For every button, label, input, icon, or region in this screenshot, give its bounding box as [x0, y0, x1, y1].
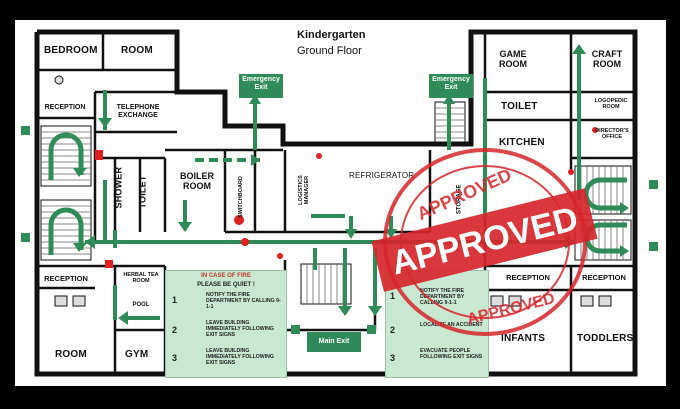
room-label-bedroom: BEDROOM [44, 45, 98, 56]
fire-panel-subheading: PLEASE BE QUIET ! [197, 282, 255, 288]
fire-equipment-markers [95, 127, 598, 268]
fire-step-number: 3 [390, 353, 396, 363]
room-label-reception-right-2: RECEPTION [582, 273, 626, 282]
room-label-infants: INFANTS [501, 333, 546, 344]
room-label-game-room: GAME ROOM [499, 49, 527, 69]
room-label-room-top: ROOM [121, 45, 153, 56]
main-exit: Main Exit [307, 332, 361, 352]
fire-step-number: 2 [172, 325, 178, 335]
room-label-herbal-tea-room: HERBAL TEA ROOM [123, 272, 159, 285]
room-label-craft-room: CRAFT ROOM [591, 49, 623, 69]
room-label-reception-left-top: RECEPTION [44, 104, 86, 111]
room-label-reception-right-1: RECEPTION [506, 273, 550, 282]
emergency-exit-right: Emergency Exit [429, 74, 473, 98]
route-arrowheads [73, 44, 629, 325]
fire-step-number: 1 [172, 295, 178, 305]
room-label-refrigerator: REFRIGERATOR [349, 171, 415, 180]
room-label-telephone-exchange: TELEPHONE EXCHANGE [116, 104, 160, 119]
room-label-toddlers: TODDLERS [577, 333, 634, 344]
plan-title: Kindergarten [297, 29, 366, 41]
room-label-room-bottom: ROOM [55, 349, 87, 360]
fire-step-number: 3 [172, 353, 178, 363]
stamp-bottom-arc-text: APPROVED [465, 290, 556, 328]
room-label-boiler-room: BOILER ROOM [179, 171, 214, 191]
room-label-pool: POOL [132, 302, 150, 308]
room-label-shower: SHOWER [113, 166, 124, 209]
fire-instructions-panel-left: IN CASE OF FIRE PLEASE BE QUIET ! 1 NOTI… [165, 270, 287, 378]
fire-step-text: LEAVE BUILDING IMMEDIATELY FOLLOWING EXI… [206, 348, 274, 366]
fire-step-number: 1 [390, 291, 396, 301]
room-label-kitchen: KITCHEN [499, 137, 545, 148]
emergency-exit-left: Emergency Exit [239, 74, 283, 98]
fire-step-number: 2 [390, 325, 396, 335]
plan-subtitle: Ground Floor [297, 45, 362, 57]
fire-step-text: NOTIFY THE FIRE DEPARTMENT BY CALLING 9-… [420, 288, 465, 306]
fire-panel-heading: IN CASE OF FIRE [201, 273, 251, 279]
room-label-gym: GYM [125, 349, 149, 360]
room-label-switchboard: SWITCHBOARD [237, 176, 244, 218]
room-label-logopedic-room: LOGOPEDIC ROOM [594, 98, 628, 111]
fire-step-text: LEAVE BUILDING IMMEDIATELY FOLLOWING EXI… [206, 320, 274, 338]
room-label-toilet-right: TOILET [501, 101, 538, 112]
fixtures [54, 75, 612, 307]
room-label-reception-left-bottom: RECEPTION [44, 274, 88, 283]
exit-door-markers [21, 126, 658, 334]
room-label-directors-office: DIRECTOR'S OFFICE [595, 128, 629, 141]
room-label-logistics-manager: LOGISTICS MANAGER [297, 175, 310, 205]
fire-step-text: NOTIFY THE FIRE DEPARTMENT BY CALLING 9-… [206, 292, 281, 310]
fire-step-text: LOCALIZE AN ACCIDENT [420, 322, 483, 328]
room-label-toilet-left: TOILET [137, 175, 148, 209]
fire-step-text: EVACUATE PEOPLE FOLLOWING EXIT SIGNS [420, 348, 483, 360]
floor-plan: Kindergarten Ground Floor BEDROOM ROOM R… [15, 20, 666, 386]
approved-stamp: APPROVED APPROVED APPROVED [371, 148, 598, 336]
interior-walls [37, 32, 635, 374]
